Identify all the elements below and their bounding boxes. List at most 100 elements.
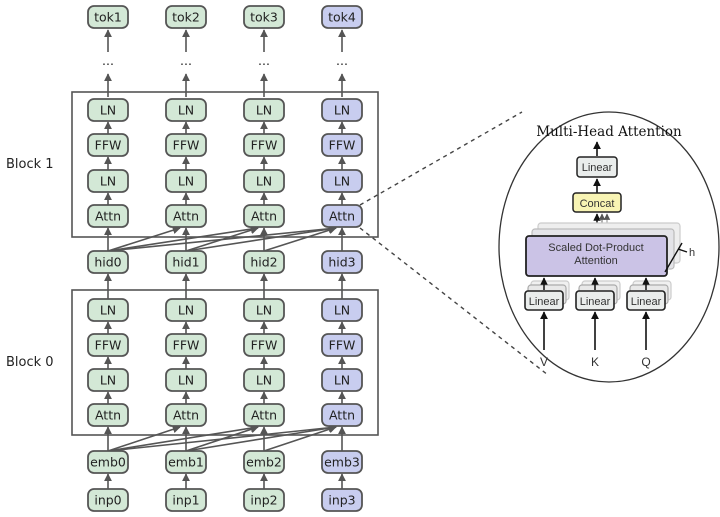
block1-ln-0-col2-box: [243, 98, 285, 122]
block0-ffw-1-col2-label: FFW: [251, 338, 278, 353]
zoom-connector-top: [359, 111, 523, 206]
block1-ln-0-col0-label: LN: [100, 103, 116, 118]
causal-b1-1-3: [185, 225, 337, 252]
ellipsis-0: ...: [102, 53, 114, 68]
input-node-1: inp1: [165, 488, 207, 512]
block1-ln-0-col1-label: LN: [178, 103, 194, 118]
token-node-0-label: tok1: [94, 10, 122, 25]
mha-input-linear-label-0: Linear: [529, 296, 560, 308]
block1-ln-2-col2-box: [243, 169, 285, 193]
block0-attn-3-col2-label: Attn: [251, 408, 277, 423]
block1-attn-3-col0-box: [87, 204, 129, 228]
block0-attn-3-col2-box: [243, 403, 285, 427]
block0-attn-3-col3: Attn: [321, 403, 363, 427]
block0-ffw-1-col1-box: [165, 333, 207, 357]
causal-b0-0-2: [107, 424, 259, 452]
block1-ln-0-col2-label: LN: [256, 103, 272, 118]
sdpa-label-line1: Scaled Dot-Product: [548, 242, 643, 254]
block1-ffw-1-col2-label: FFW: [251, 138, 278, 153]
mha-input-linear-box-1: [575, 290, 615, 311]
block-1-frame: [71, 91, 379, 238]
block0-ln-2-col1: LN: [165, 368, 207, 392]
block0-ln-2-col2-label: LN: [256, 373, 272, 388]
input-node-1-label: inp1: [172, 493, 199, 508]
causal-b1-2-3: [263, 226, 337, 252]
block0-ln-0-col3: LN: [321, 298, 363, 322]
multi-head-attention-panel: Multi-Head Attention Linear Concat Scale…: [498, 111, 720, 383]
input-node-3-box: [321, 488, 363, 512]
ellipsis-1: ...: [180, 53, 192, 68]
h-bracket: [664, 242, 688, 273]
block1-ln-2-col1-box: [165, 169, 207, 193]
block0-ln-2-col0: LN: [87, 368, 129, 392]
block1-ln-2-col0-box: [87, 169, 129, 193]
embedding-node-2-box: [243, 450, 285, 474]
block1-ffw-1-col1: FFW: [165, 133, 207, 157]
block0-ln-0-col0-label: LN: [100, 303, 116, 318]
mha-linear-top-label: Linear: [582, 162, 613, 174]
embedding-node-0-label: emb0: [90, 455, 126, 470]
block1-attn-3-col0-label: Attn: [95, 209, 121, 224]
block0-ln-2-col3: LN: [321, 368, 363, 392]
embedding-node-2: emb2: [243, 450, 285, 474]
block1-attn-3-col0: Attn: [87, 204, 129, 228]
hidden-node-3-box: [321, 250, 363, 274]
block1-ln-0-col3: LN: [321, 98, 363, 122]
block0-ffw-1-col0-label: FFW: [95, 338, 122, 353]
block1-ffw-1-col2: FFW: [243, 133, 285, 157]
block1-attn-3-col1: Attn: [165, 204, 207, 228]
block1-ln-2-col1: LN: [165, 169, 207, 193]
block0-ln-2-col0-box: [87, 368, 129, 392]
block0-attn-3-col2: Attn: [243, 403, 285, 427]
block0-ln-2-col1-label: LN: [178, 373, 194, 388]
block0-attn-3-col0-box: [87, 403, 129, 427]
token-node-1-box: [165, 5, 207, 29]
token-node-2: tok3: [243, 5, 285, 29]
causal-b0-2-3: [263, 425, 337, 452]
input-node-3-label: inp3: [328, 493, 355, 508]
block0-attn-3-col3-box: [321, 403, 363, 427]
block0-ln-2-col2-box: [243, 368, 285, 392]
input-node-0: inp0: [87, 488, 129, 512]
block1-ln-2-col3-box: [321, 169, 363, 193]
block0-attn-3-col1: Attn: [165, 403, 207, 427]
block0-ffw-1-col1: FFW: [165, 333, 207, 357]
hidden-node-1-label: hid1: [172, 255, 199, 270]
block1-attn-3-col1-label: Attn: [173, 209, 199, 224]
embedding-node-1-label: emb1: [168, 455, 204, 470]
block1-attn-3-col2-box: [243, 204, 285, 228]
block0-ffw-1-col3: FFW: [321, 333, 363, 357]
token-node-3-label: tok4: [328, 10, 356, 25]
input-node-2-box: [243, 488, 285, 512]
mha-input-label-k: K: [591, 355, 599, 369]
block0-ln-0-col2: LN: [243, 298, 285, 322]
block0-ffw-1-col3-label: FFW: [329, 338, 356, 353]
block0-attn-3-col0-label: Attn: [95, 408, 121, 423]
block0-attn-3-col1-label: Attn: [173, 408, 199, 423]
block-0-label: Block 0: [6, 355, 54, 370]
embedding-node-0: emb0: [87, 450, 129, 474]
input-node-0-box: [87, 488, 129, 512]
block0-ln-2-col3-label: LN: [334, 373, 350, 388]
hidden-node-2-label: hid2: [250, 255, 277, 270]
block1-ln-0-col2: LN: [243, 98, 285, 122]
sdpa-box: [525, 235, 668, 277]
block1-ln-2-col3-label: LN: [334, 174, 350, 189]
token-node-2-label: tok3: [250, 10, 278, 25]
block-1-label: Block 1: [6, 157, 54, 172]
ellipsis-3: ...: [336, 53, 348, 68]
mha-input-linear-label-1: Linear: [580, 296, 611, 308]
block0-ln-2-col1-box: [165, 368, 207, 392]
block1-attn-3-col2: Attn: [243, 204, 285, 228]
hidden-node-0-label: hid0: [94, 255, 121, 270]
embedding-node-0-box: [87, 450, 129, 474]
mha-linear-top-box: [576, 156, 618, 178]
block0-ln-2-col2: LN: [243, 368, 285, 392]
embedding-node-3: emb3: [321, 450, 363, 474]
embedding-node-1: emb1: [165, 450, 207, 474]
embedding-node-1-box: [165, 450, 207, 474]
mha-concat-box: [572, 192, 622, 213]
block1-ffw-1-col0: FFW: [87, 133, 129, 157]
nodes-layer: tok1...LNLNFFWFFWLNLNAttnAttnhid0emb0inp…: [87, 5, 363, 512]
